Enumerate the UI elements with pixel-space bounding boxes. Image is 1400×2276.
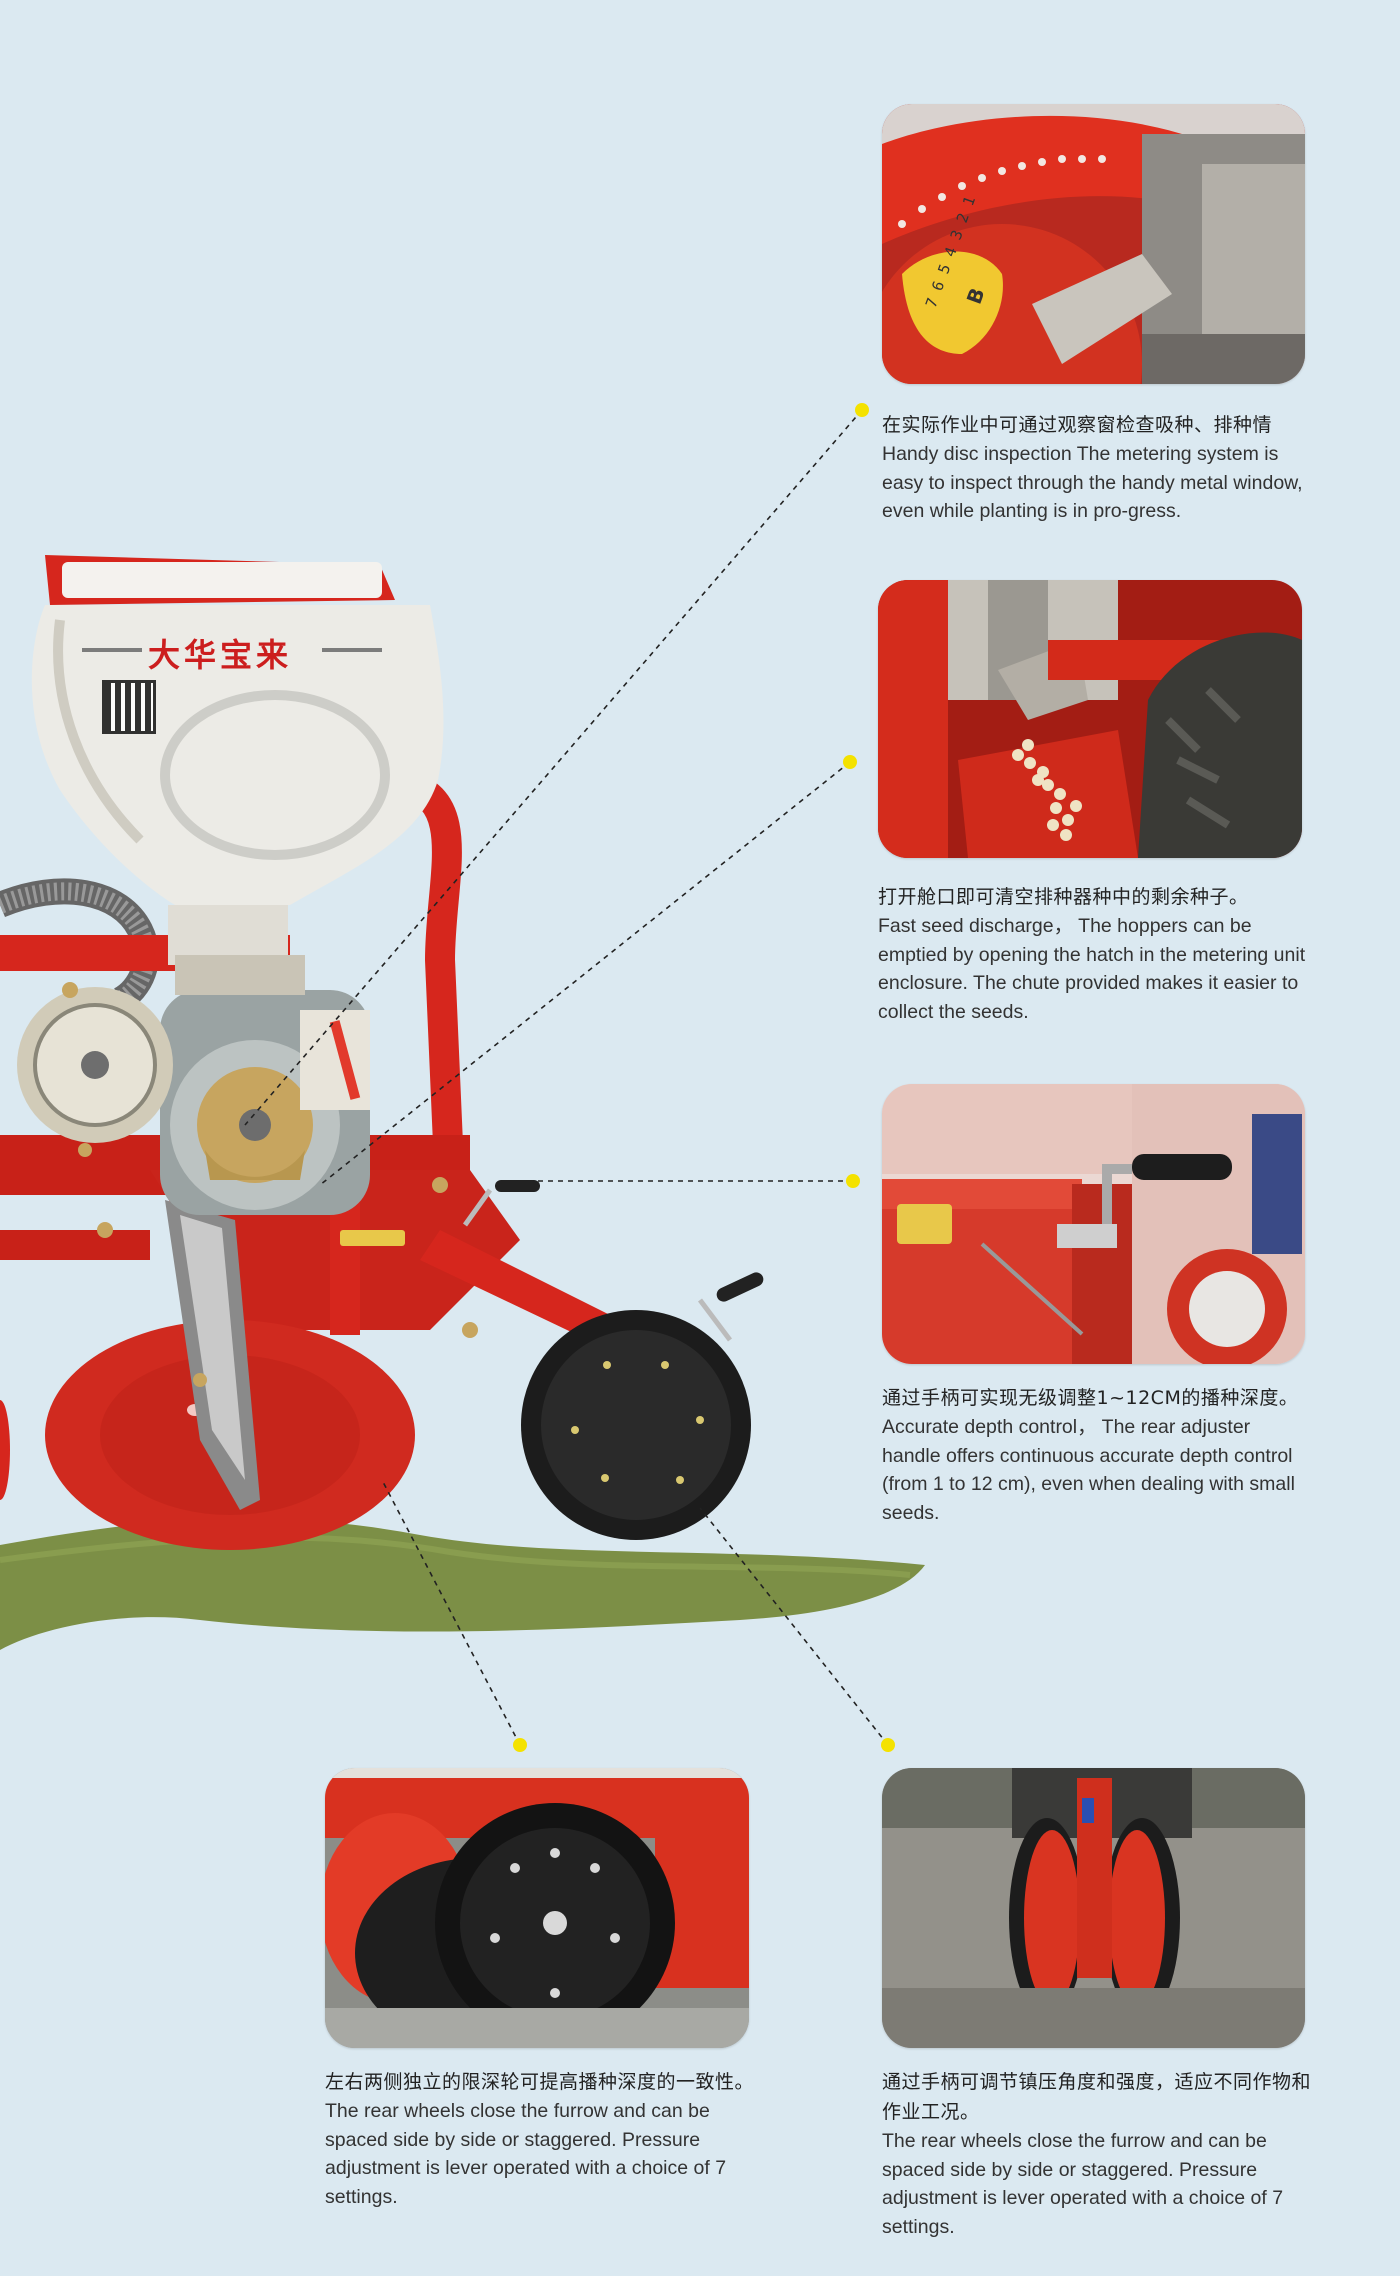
feature-desc-en: The rear wheels close the furrow and can… [325, 2100, 727, 2208]
qr-code-icon [102, 680, 156, 734]
caption-press-wheels: 通过手柄可调节镇压角度和强度，适应不同作物和作业工况。 The rear whe… [882, 2067, 1312, 2241]
feature-desc-en: Handy disc inspection The metering syste… [882, 443, 1303, 522]
callout-dot-gauge-wheels [513, 1738, 527, 1752]
photo-press-wheels [882, 1768, 1305, 2048]
seed-hose [0, 878, 160, 1012]
photo-depth-control [882, 1084, 1305, 1364]
leader-line-press-wheels [699, 1507, 889, 1746]
callout-dot-disc-inspection [855, 403, 869, 417]
feature-title-cn: 通过手柄可调节镇压角度和强度，适应不同作物和作业工况。 [882, 2071, 1312, 2123]
caption-seed-discharge: 打开舱口即可清空排种器种中的剩余种子。 Fast seed discharge，… [878, 882, 1318, 1026]
photo-disc-inspection: 7 6 5 4 3 2 1 B [882, 104, 1305, 384]
logo-line-left [82, 648, 142, 652]
callout-dot-depth-control [846, 1174, 860, 1188]
feature-title-cn: 左右两侧独立的限深轮可提高播种深度的一致性。 [325, 2071, 755, 2093]
photo-gauge-wheels [325, 1768, 749, 2048]
leader-line-disc-inspection [244, 409, 863, 1126]
caption-depth-control: 通过手柄可实现无级调整1~12CM的播种深度。 Accurate depth c… [882, 1383, 1312, 1527]
wheat-emblem-icon [160, 690, 390, 860]
logo-line-right [322, 648, 382, 652]
feature-desc-en: The rear wheels close the furrow and can… [882, 2130, 1284, 2238]
leader-line-gauge-wheels [381, 1479, 521, 1746]
caption-disc-inspection: 在实际作业中可通过观察窗检查吸种、排种情 Handy disc inspecti… [882, 410, 1312, 526]
photo-seed-discharge [878, 580, 1302, 858]
callout-dot-seed-discharge [843, 755, 857, 769]
feature-title-cn: 通过手柄可实现无级调整1~12CM的播种深度。 [882, 1387, 1299, 1409]
caption-gauge-wheels: 左右两侧独立的限深轮可提高播种深度的一致性。 The rear wheels c… [325, 2067, 765, 2211]
hopper-logo-text: 大华宝来 [148, 636, 293, 674]
feature-title-cn: 在实际作业中可通过观察窗检查吸种、排种情 [882, 414, 1273, 436]
callout-dot-press-wheels [881, 1738, 895, 1752]
feature-title-cn: 打开舱口即可清空排种器种中的剩余种子。 [878, 886, 1249, 908]
leader-line-seed-discharge [319, 761, 851, 1186]
feature-desc-en: Fast seed discharge， The hoppers can be … [878, 915, 1306, 1023]
ground-strip [0, 1518, 925, 1650]
feature-desc-en: Accurate depth control， The rear adjuste… [882, 1416, 1295, 1524]
